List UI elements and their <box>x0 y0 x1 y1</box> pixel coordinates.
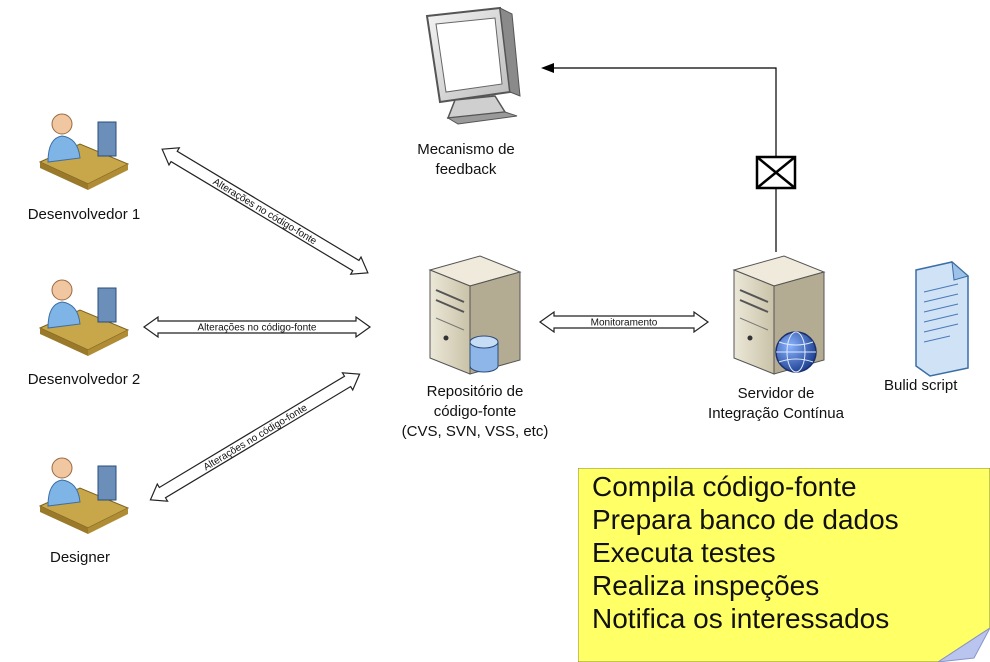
edge-label-monitoring: Monitoramento <box>591 318 658 329</box>
note-list: Compila código-fonte Prepara banco de da… <box>592 470 899 635</box>
database-icon <box>469 335 499 373</box>
sticky-note <box>578 468 990 662</box>
developer-1-label: Desenvolvedor 1 <box>27 206 141 223</box>
note-line: Notifica os interessados <box>592 603 890 634</box>
designer-icon <box>38 457 130 534</box>
edge-label-designer: Alterações no código-fonte <box>202 402 310 473</box>
document-icon <box>915 260 970 377</box>
edge-dev2-repo: Alterações no código-fonte <box>142 315 372 339</box>
feedback-label: Mecanismo de feedback <box>417 141 515 178</box>
edge-designer-repo: Alterações no código-fonte <box>149 372 361 502</box>
edge-dev1-repo: Alterações no código-fonte <box>161 147 369 275</box>
designer-label: Designer <box>49 549 111 566</box>
feedback-arrow <box>541 63 777 252</box>
monitor-icon <box>425 6 521 125</box>
repository-label: Repositório de código-fonte (CVS, SVN, V… <box>401 383 549 440</box>
note-line: Compila código-fonte <box>592 471 857 502</box>
note-line: Executa testes <box>592 537 776 568</box>
note-line: Prepara banco de dados <box>592 504 899 535</box>
envelope-icon <box>755 155 797 190</box>
developer-1-icon <box>38 113 130 190</box>
developer-2-icon <box>38 279 130 356</box>
edge-label-dev2: Alterações no código-fonte <box>198 323 317 334</box>
globe-icon <box>775 331 817 373</box>
ci-server-label: Servidor de Integração Contínua <box>708 385 844 422</box>
edge-monitoring: Monitoramento <box>538 310 710 334</box>
developer-2-label: Desenvolvedor 2 <box>27 371 141 388</box>
build-script-label: Bulid script <box>884 377 958 394</box>
edge-label-dev1: Alterações no código-fonte <box>211 177 319 248</box>
note-line: Realiza inspeções <box>592 570 820 601</box>
